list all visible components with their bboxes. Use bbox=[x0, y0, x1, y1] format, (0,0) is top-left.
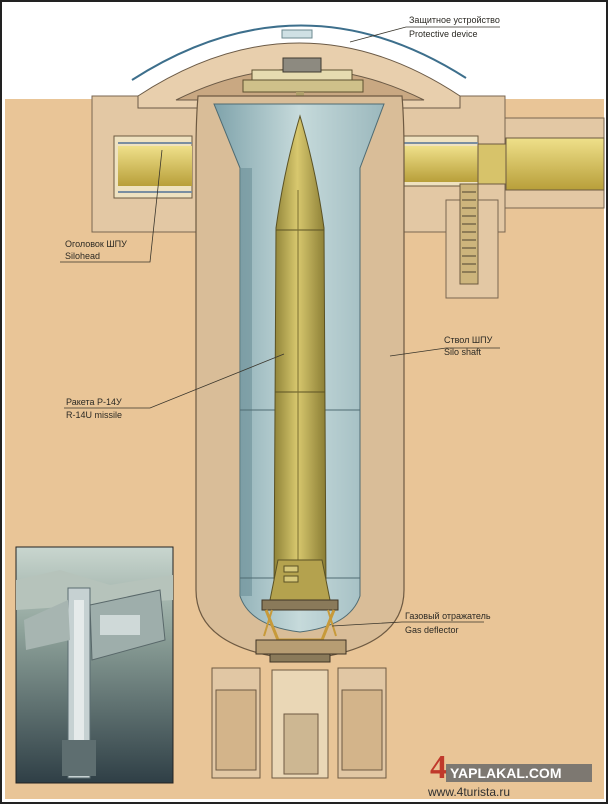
gas-deflector bbox=[255, 599, 347, 663]
lower-chambers bbox=[211, 667, 387, 779]
right-tunnel bbox=[401, 135, 605, 191]
watermark-logo-numeral: 4 bbox=[430, 749, 447, 786]
label-shaft-ru: Ствол ШПУ bbox=[444, 335, 493, 345]
label-protective-en: Protective device bbox=[409, 29, 478, 39]
watermark-site1: YAPLAKAL.COM bbox=[450, 765, 562, 781]
label-silohead-en: Silohead bbox=[65, 251, 100, 261]
label-gas-en: Gas deflector bbox=[405, 625, 459, 635]
protective-device bbox=[242, 29, 364, 114]
watermark-site2: www.4turista.ru bbox=[427, 785, 510, 799]
watermark: 4 YAPLAKAL.COM www.4turista.ru bbox=[427, 749, 592, 799]
label-missile-ru: Ракета Р-14У bbox=[66, 397, 122, 407]
access-ladder bbox=[459, 183, 479, 285]
label-protective-ru: Защитное устройство bbox=[409, 15, 500, 25]
inset-illustration bbox=[15, 546, 174, 784]
label-missile-en: R-14U missile bbox=[66, 410, 122, 420]
label-gas-ru: Газовый отражатель bbox=[405, 611, 491, 621]
label-silohead-ru: Оголовок ШПУ bbox=[65, 239, 127, 249]
leader-lines bbox=[60, 26, 500, 627]
missile bbox=[269, 114, 331, 601]
label-shaft-en: Silo shaft bbox=[444, 347, 482, 357]
left-tunnel bbox=[113, 135, 193, 199]
